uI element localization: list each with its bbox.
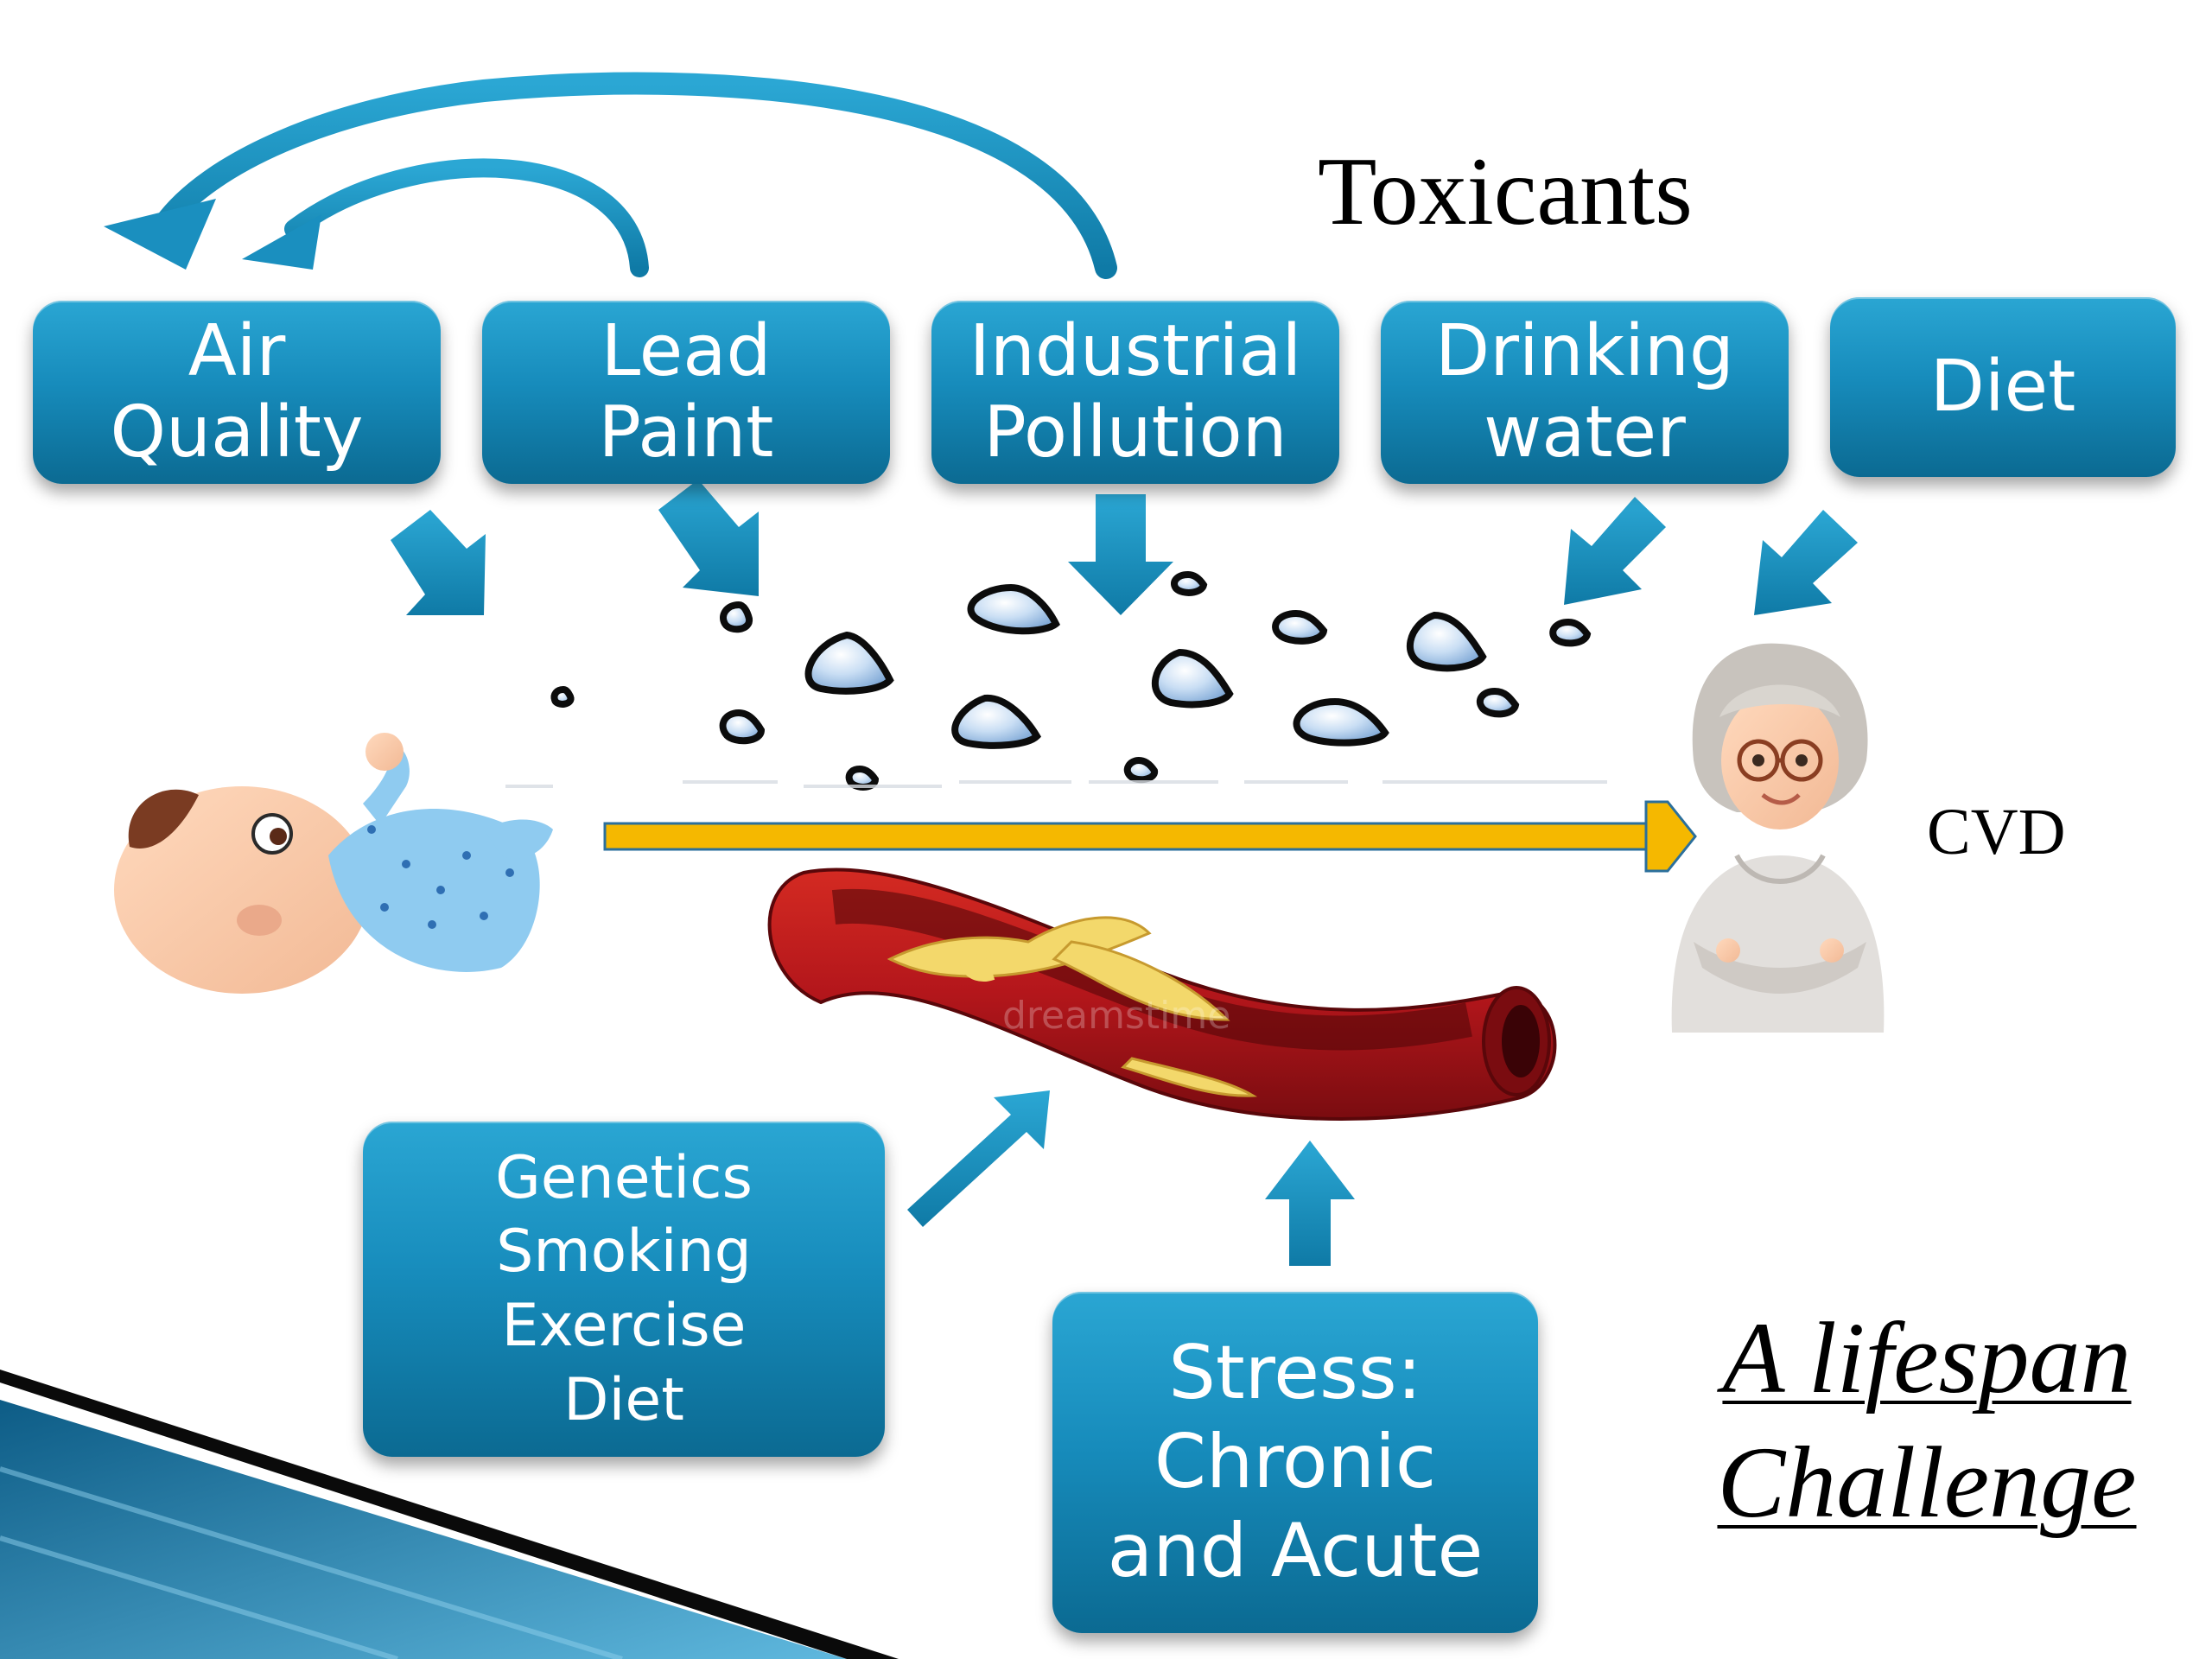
- risk-factor-smoking: Smoking: [496, 1217, 752, 1287]
- risk-factor-arrow: [907, 1090, 1050, 1227]
- baby-illustration: [114, 733, 553, 994]
- corner-stripes: [0, 1370, 899, 1659]
- risk-factor-diet: Diet: [563, 1365, 684, 1434]
- watermark-text: dreamstime: [1002, 994, 1230, 1038]
- tagline-line-2: Challenge: [1717, 1425, 2137, 1539]
- source-drinking-water: Drinking water: [1381, 301, 1789, 484]
- stress-arrow: [1265, 1141, 1355, 1266]
- tagline-line-1: A lifespan: [1722, 1301, 2132, 1414]
- outcome-label: CVD: [1927, 796, 2066, 868]
- diagram-title: Toxicants: [1318, 138, 1693, 245]
- source-label-line1: Lead: [601, 309, 772, 392]
- source-label-line1: Diet: [1929, 345, 2076, 428]
- source-label-line2: Quality: [110, 391, 364, 474]
- source-label-line2: Paint: [598, 391, 774, 474]
- source-label-line1: Drinking: [1435, 309, 1734, 392]
- older-adult-illustration: [1671, 643, 1885, 1033]
- lifespan-timeline-arrow: [603, 800, 1697, 873]
- source-diet: Diet: [1830, 297, 2176, 477]
- risk-factor-exercise: Exercise: [501, 1292, 747, 1360]
- artery-illustration: dreamstime: [767, 868, 1557, 1121]
- toxicant-droplets: [550, 570, 1592, 791]
- source-industrial-pollution: Industrial Pollution: [931, 301, 1339, 484]
- risk-factor-genetics: Genetics: [495, 1143, 753, 1212]
- curved-arrow-large: [104, 72, 1117, 279]
- stress-line-3: and Acute: [1107, 1508, 1484, 1595]
- stress-line-1: Stress:: [1168, 1329, 1422, 1416]
- source-label-line1: Industrial: [969, 309, 1302, 392]
- source-lead-paint: Lead Paint: [482, 301, 890, 484]
- curved-arrow-small: [242, 158, 649, 277]
- source-label-line1: Air: [188, 309, 286, 392]
- source-arrows: [391, 480, 1858, 615]
- source-air-quality: Air Quality: [33, 301, 441, 484]
- source-label-line2: water: [1484, 391, 1686, 474]
- source-label-line2: Pollution: [983, 391, 1287, 474]
- stress-line-2: Chronic: [1154, 1418, 1437, 1505]
- stress-box: Stress: Chronic and Acute: [1052, 1292, 1538, 1633]
- lifespan-challenge-tagline: A lifespan Challenge: [1685, 1296, 2169, 1545]
- droplet-shadows: [505, 780, 1607, 788]
- risk-factors-box: Genetics Smoking Exercise Diet: [363, 1122, 885, 1457]
